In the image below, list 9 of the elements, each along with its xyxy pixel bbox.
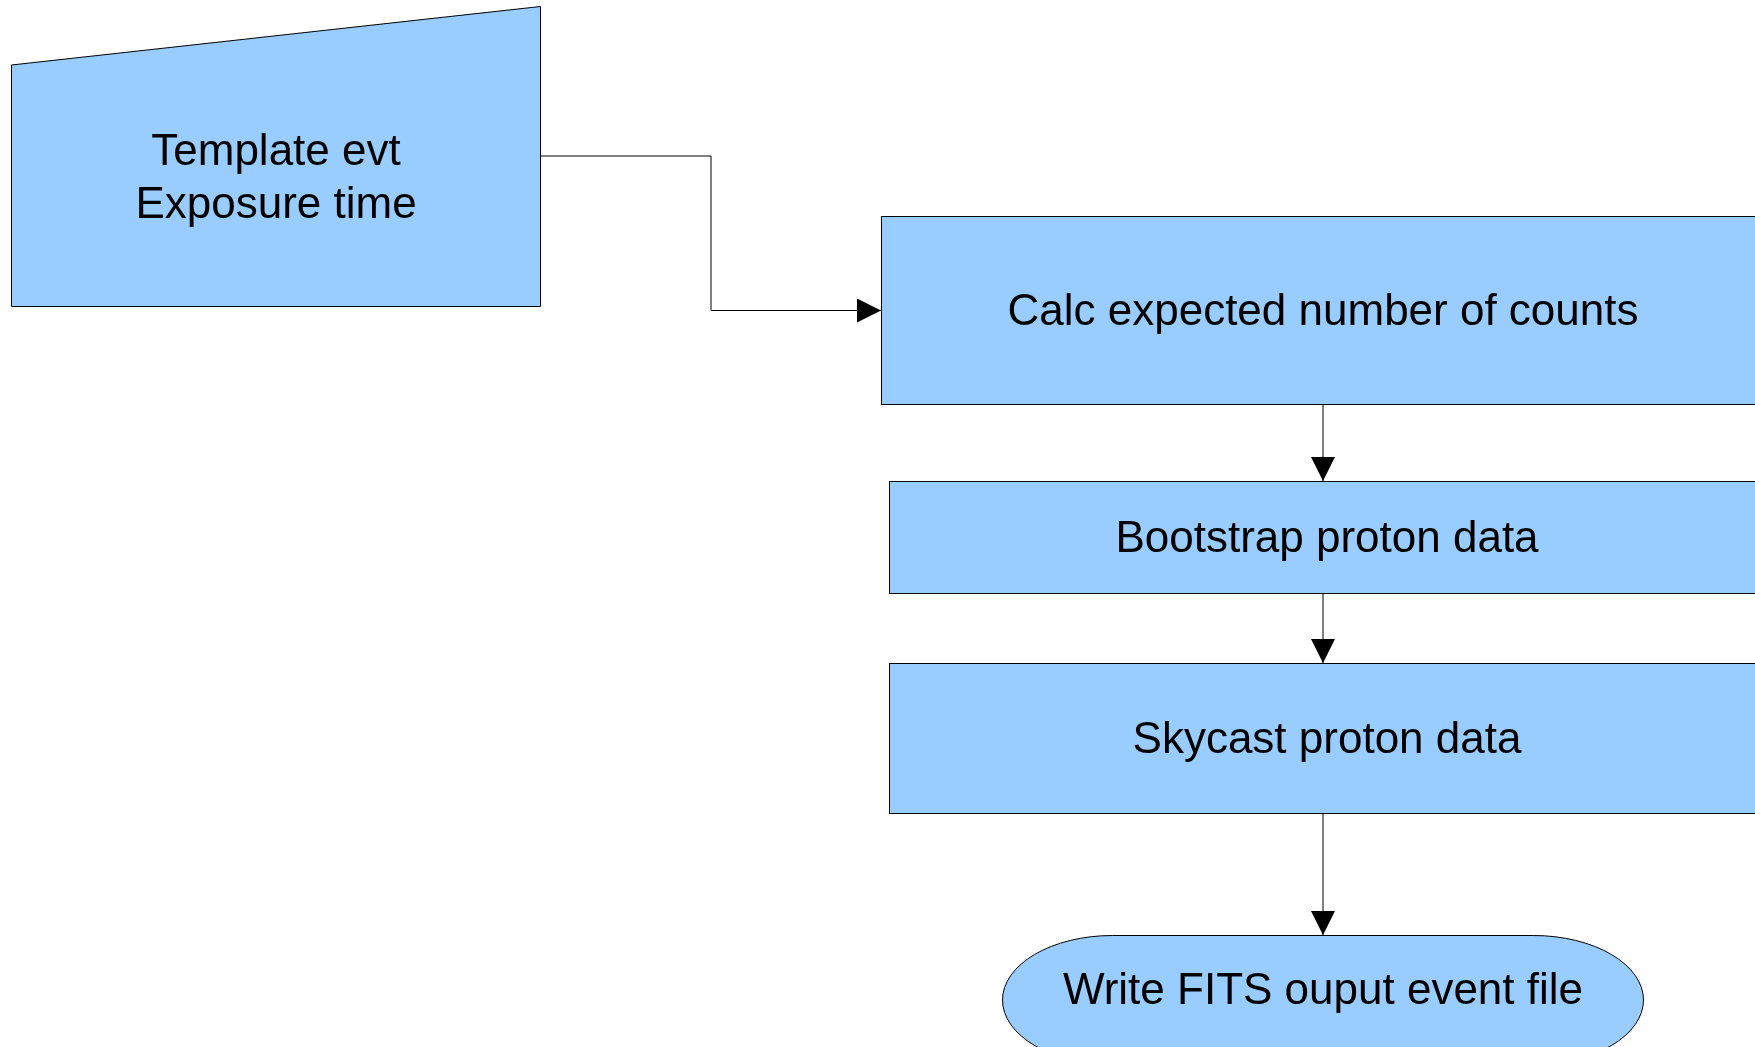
node-label: Skycast proton data	[1132, 712, 1522, 765]
arrow	[1311, 813, 1335, 936]
arrow	[540, 155, 882, 323]
arrow	[1311, 404, 1335, 482]
arrow	[1311, 593, 1335, 664]
node-label: Template evt Exposure time	[134, 123, 418, 229]
node-label: Calc expected number of counts	[1007, 284, 1639, 337]
node-label: Write FITS ouput event file	[1062, 962, 1584, 1015]
node-label: Bootstrap proton data	[1115, 511, 1539, 564]
